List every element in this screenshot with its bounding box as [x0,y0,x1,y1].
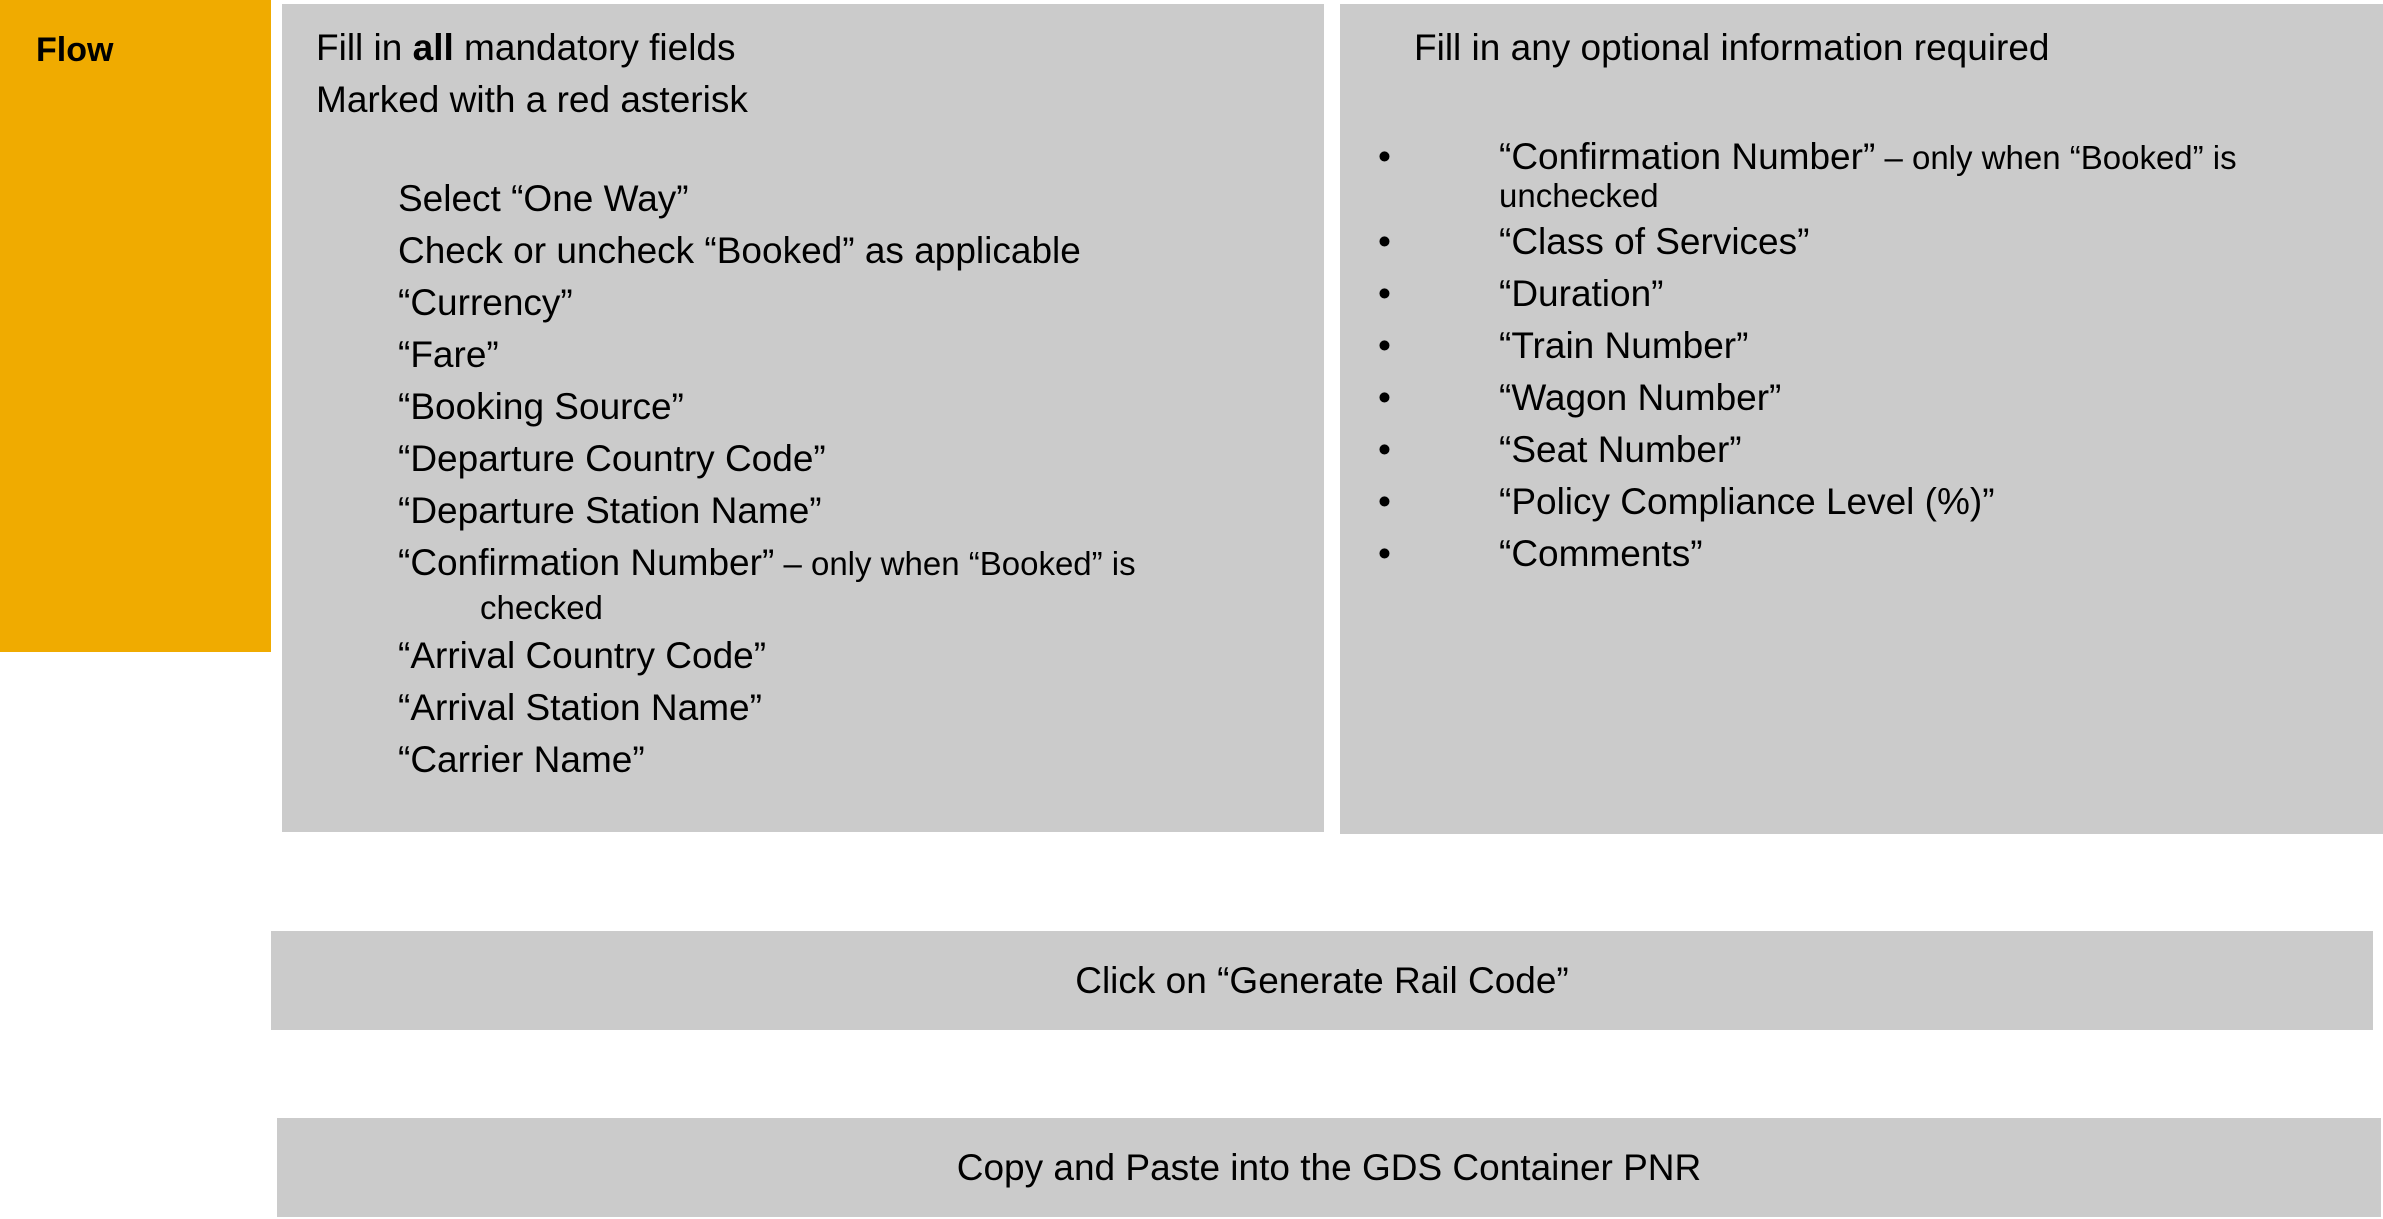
mandatory-item-departure-station-name: “Departure Station Name” [398,490,822,531]
step-generate-label: Click on “Generate Rail Code” [1075,959,1569,1001]
optional-fields-box: Fill in any optional information require… [1340,4,2383,834]
mandatory-intro-line-1: Fill in all mandatory fields [316,22,1324,74]
optional-item-label: “Train Number” [1499,325,1749,366]
mandatory-confirmation-note-wrap: checked [480,589,603,626]
step-copy-paste-pnr: Copy and Paste into the GDS Container PN… [277,1118,2381,1217]
mandatory-intro-line-2: Marked with a red asterisk [316,79,748,120]
optional-item-label: “Class of Services” [1499,221,1810,262]
mandatory-item-booked: Check or uncheck “Booked” as applicable [398,230,1081,271]
optional-item-policy-compliance-level: • “Policy Compliance Level (%)” [1340,476,2309,528]
bullet-icon: • [1378,136,1391,177]
bullet-icon: • [1378,221,1391,262]
bullet-icon: • [1378,533,1391,574]
optional-item-label: “Seat Number” [1499,429,1742,470]
step-generate-rail-code: Click on “Generate Rail Code” [271,931,2373,1030]
optional-item-label: “Comments” [1499,533,1703,574]
optional-confirmation-note: – only when “Booked” is [1875,139,2237,176]
mandatory-item-fare: “Fare” [398,334,499,375]
optional-confirmation-note-wrap: unchecked [1499,177,1659,214]
mandatory-item-confirmation-number: “Confirmation Number” – only when “Booke… [398,537,1324,626]
mandatory-intro-suffix: mandatory fields [453,27,736,68]
mandatory-item-departure-country-code: “Departure Country Code” [398,438,826,479]
mandatory-item-arrival-station-name: “Arrival Station Name” [398,687,762,728]
optional-item-comments: • “Comments” [1340,528,2309,580]
mandatory-fields-box: Fill in all mandatory fields Marked with… [282,4,1324,832]
bullet-icon: • [1378,481,1391,522]
mandatory-item-booking-source: “Booking Source” [398,386,684,427]
optional-item-wagon-number: • “Wagon Number” [1340,372,2309,424]
flow-tab: Flow [0,0,271,652]
optional-item-confirmation-number: • “Confirmation Number” – only when “Book… [1340,131,2309,214]
mandatory-confirmation-label: “Confirmation Number” [398,542,775,583]
step-copy-label: Copy and Paste into the GDS Container PN… [956,1146,1702,1188]
optional-intro: Fill in any optional information require… [1414,27,2050,68]
mandatory-item-one-way: Select “One Way” [398,178,689,219]
optional-item-duration: • “Duration” [1340,268,2309,320]
optional-field-list: • “Confirmation Number” – only when “Book… [1340,131,2309,580]
mandatory-item-carrier-name: “Carrier Name” [398,739,645,780]
mandatory-field-list: Select “One Way” Check or uncheck “Booke… [398,173,1324,786]
mandatory-confirmation-note: – only when “Booked” is [774,545,1136,582]
bullet-icon: • [1378,325,1391,366]
bullet-icon: • [1378,377,1391,418]
bullet-icon: • [1378,429,1391,470]
bullet-icon: • [1378,273,1391,314]
mandatory-intro-prefix: Fill in [316,27,413,68]
optional-item-train-number: • “Train Number” [1340,320,2309,372]
optional-item-label: “Wagon Number” [1499,377,1782,418]
mandatory-item-arrival-country-code: “Arrival Country Code” [398,635,767,676]
mandatory-item-currency: “Currency” [398,282,573,323]
mandatory-intro-bold: all [412,27,454,68]
optional-item-class-of-services: • “Class of Services” [1340,216,2309,268]
optional-item-label: “Policy Compliance Level (%)” [1499,481,1995,522]
optional-item-seat-number: • “Seat Number” [1340,424,2309,476]
flow-label: Flow [36,31,114,69]
optional-item-label: “Duration” [1499,273,1664,314]
optional-confirmation-label: “Confirmation Number” [1499,136,1876,177]
